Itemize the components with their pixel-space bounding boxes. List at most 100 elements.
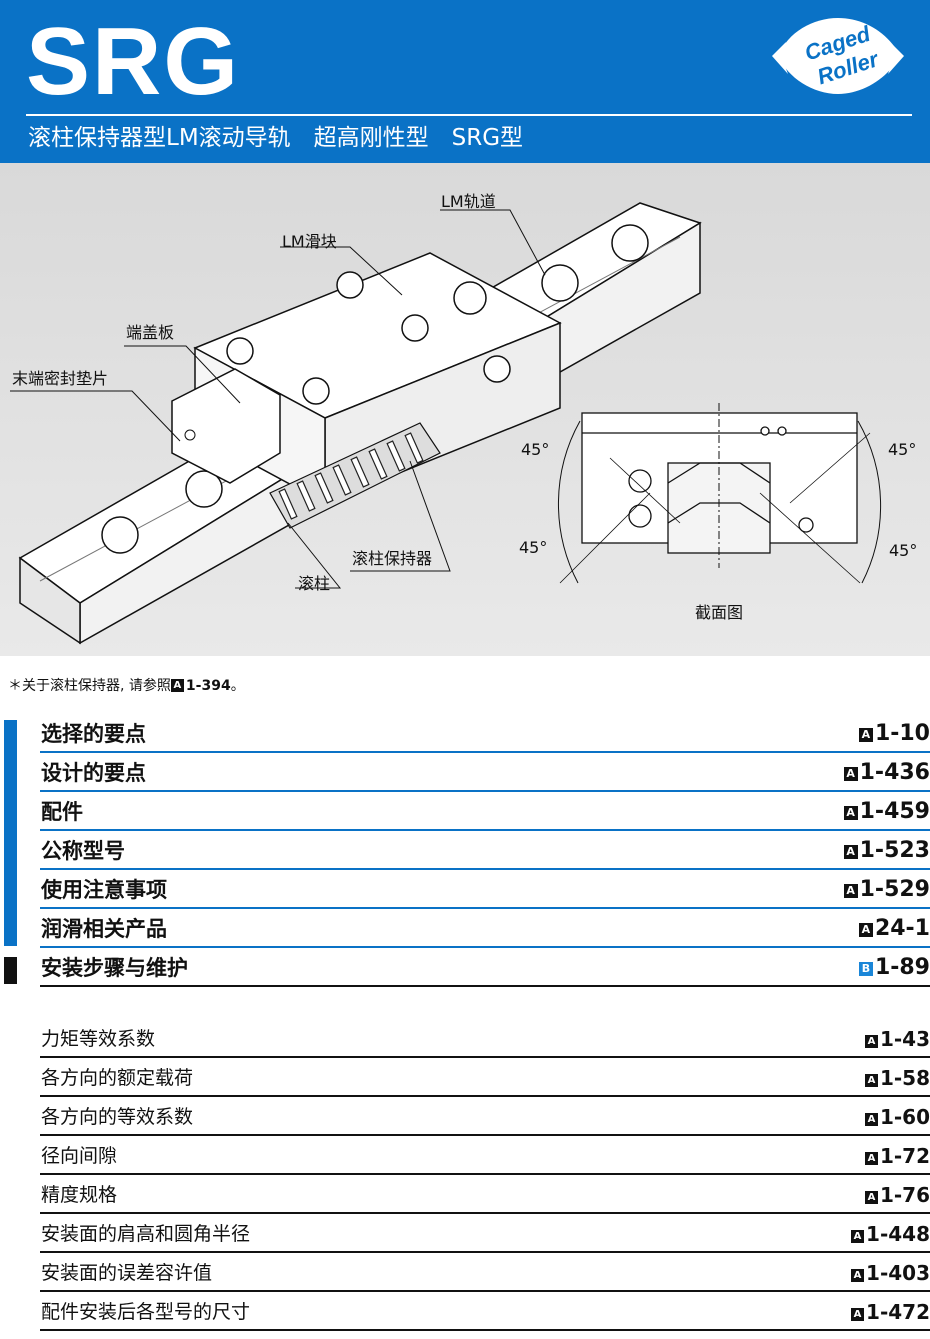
product-illustration: LM轨道 LM滑块 端盖板 末端密封垫片 滚柱保持器 滚柱 45° 45° 45… bbox=[0, 163, 930, 656]
ref-number: 1-10 bbox=[874, 721, 930, 746]
ref-badge-a: A bbox=[864, 1074, 878, 1087]
header-banner: SRG 滚柱保持器型LM滚动导轨 超高刚性型 SRG型 Caged Roller bbox=[0, 0, 930, 163]
ref-number: 1-89 bbox=[874, 955, 930, 980]
section-marker-black bbox=[4, 957, 17, 984]
ref-badge-a: A bbox=[843, 806, 858, 820]
ref-number: 1-523 bbox=[859, 838, 930, 863]
angle-label-bottom-right: 45° bbox=[889, 541, 918, 560]
callout-roller-cage: 滚柱保持器 bbox=[352, 549, 433, 568]
callout-lm-block: LM滑块 bbox=[282, 232, 337, 251]
angle-label-top-right: 45° bbox=[888, 440, 917, 459]
note-badge: A bbox=[170, 679, 184, 692]
callout-end-plate: 端盖板 bbox=[126, 323, 175, 342]
note-prefix: ＊关于滚柱保持器, 请参照 bbox=[8, 678, 171, 694]
note-ref[interactable]: 1-394 bbox=[185, 678, 231, 694]
callout-lm-rail: LM轨道 bbox=[441, 192, 496, 211]
ref-badge-a: A bbox=[864, 1191, 878, 1204]
ref-badge-a: A bbox=[858, 728, 873, 742]
callout-end-seal: 末端密封垫片 bbox=[12, 369, 109, 388]
caged-roller-logo: Caged Roller bbox=[772, 18, 904, 94]
ref-number: 1-60 bbox=[879, 1105, 930, 1129]
spec-ref-label: 精度规格 bbox=[41, 1184, 118, 1206]
ref-badge-a: A bbox=[864, 1113, 878, 1126]
spec-ref-label: 安装面的误差容许值 bbox=[41, 1262, 213, 1284]
lm-guide-drawing bbox=[10, 202, 882, 645]
callout-roller: 滚柱 bbox=[298, 574, 331, 593]
ref-badge-a: A bbox=[851, 1269, 865, 1282]
ref-badge-a: A bbox=[851, 1230, 865, 1243]
section-marker-blue bbox=[4, 720, 17, 946]
spec-ref-label: 各方向的额定载荷 bbox=[41, 1067, 194, 1089]
ref-number: 1-529 bbox=[859, 877, 930, 902]
ref-number: 1-76 bbox=[879, 1183, 930, 1207]
page-title: SRG bbox=[26, 8, 241, 115]
ref-number: 24-1 bbox=[874, 916, 930, 941]
page-subtitle: 滚柱保持器型LM滚动导轨 超高刚性型 SRG型 bbox=[28, 125, 524, 151]
spec-ref-label: 配件安装后各型号的尺寸 bbox=[41, 1301, 251, 1323]
ref-badge-a: A bbox=[858, 923, 873, 937]
section-caption: 截面图 bbox=[695, 603, 744, 622]
main-ref-label: 设计的要点 bbox=[41, 761, 146, 785]
main-ref-label: 润滑相关产品 bbox=[41, 917, 167, 941]
ref-badge-a: A bbox=[864, 1152, 878, 1165]
ref-badge-b: B bbox=[858, 962, 873, 976]
ref-number: 1-448 bbox=[866, 1222, 930, 1246]
spec-ref-label: 各方向的等效系数 bbox=[41, 1106, 194, 1128]
ref-badge-a: A bbox=[843, 884, 858, 898]
header-divider bbox=[26, 114, 912, 116]
ref-badge-a: A bbox=[864, 1035, 878, 1048]
main-ref-label: 安装步骤与维护 bbox=[41, 956, 188, 980]
spec-ref-label: 力矩等效系数 bbox=[41, 1028, 156, 1050]
main-ref-label: 使用注意事项 bbox=[41, 878, 167, 902]
ref-badge-a: A bbox=[843, 767, 858, 781]
ref-number: 1-403 bbox=[866, 1261, 930, 1285]
ref-number: 1-58 bbox=[879, 1066, 930, 1090]
ref-number: 1-436 bbox=[859, 760, 930, 785]
ref-number: 1-72 bbox=[879, 1144, 930, 1168]
ref-badge-a: A bbox=[843, 845, 858, 859]
main-ref-label: 公称型号 bbox=[41, 839, 125, 863]
main-ref-label: 选择的要点 bbox=[41, 722, 146, 746]
main-ref-label: 配件 bbox=[41, 800, 83, 824]
angle-label-top-left: 45° bbox=[521, 440, 550, 459]
note-suffix: 。 bbox=[230, 678, 245, 694]
spec-ref-label: 径向间隙 bbox=[41, 1145, 118, 1167]
angle-label-bottom-left: 45° bbox=[519, 538, 548, 557]
ref-number: 1-459 bbox=[859, 799, 930, 824]
ref-number: 1-43 bbox=[879, 1027, 930, 1051]
ref-number: 1-472 bbox=[866, 1300, 930, 1324]
